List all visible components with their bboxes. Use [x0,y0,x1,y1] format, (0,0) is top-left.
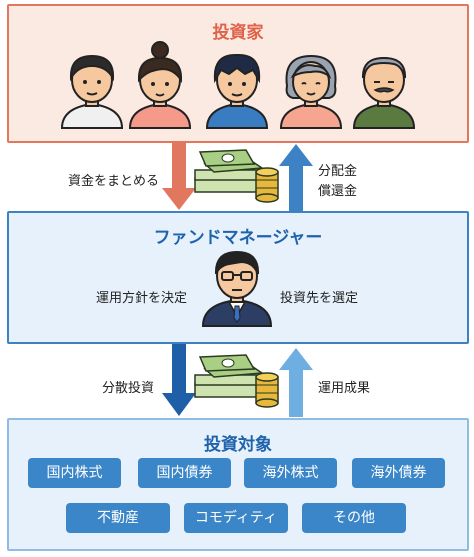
target-chip: 海外債券 [352,458,445,488]
investor-person-icon-4 [279,54,343,129]
targets-title: 投資対象 [204,435,272,455]
investor-person-icon-5 [352,56,416,129]
flow-label-redemption: 償還金 [318,184,358,199]
investors-title: 投資家 [212,23,264,43]
manager-left-label: 運用方針を決定 [96,291,188,306]
manager-title: ファンドマネージャー [153,228,323,248]
fund-manager-icon [201,250,273,327]
target-chip: 不動産 [66,503,170,533]
investor-person-icon-2 [128,41,192,129]
money-stack-icon [194,354,279,408]
flow-label-diversified-investment: 分散投資 [102,381,155,396]
arrow-up-icon [279,144,313,211]
investor-person-icon-1 [60,54,124,129]
flow-label-returns: 運用成果 [318,381,371,396]
arrow-down-icon [162,344,196,416]
arrow-up-icon [279,348,313,417]
target-chip: 国内株式 [28,458,121,488]
target-chip: 海外株式 [244,458,337,488]
flow-label-pool-funds: 資金をまとめる [68,174,160,189]
flow-label-distribution: 分配金 [318,164,358,179]
manager-right-label: 投資先を選定 [280,291,359,306]
target-chip: その他 [302,503,406,533]
target-chip: コモディティ [184,503,288,533]
investor-person-icon-3 [205,53,269,129]
money-stack-icon [194,149,279,203]
arrow-down-icon [162,143,196,210]
target-chip: 国内債券 [138,458,231,488]
